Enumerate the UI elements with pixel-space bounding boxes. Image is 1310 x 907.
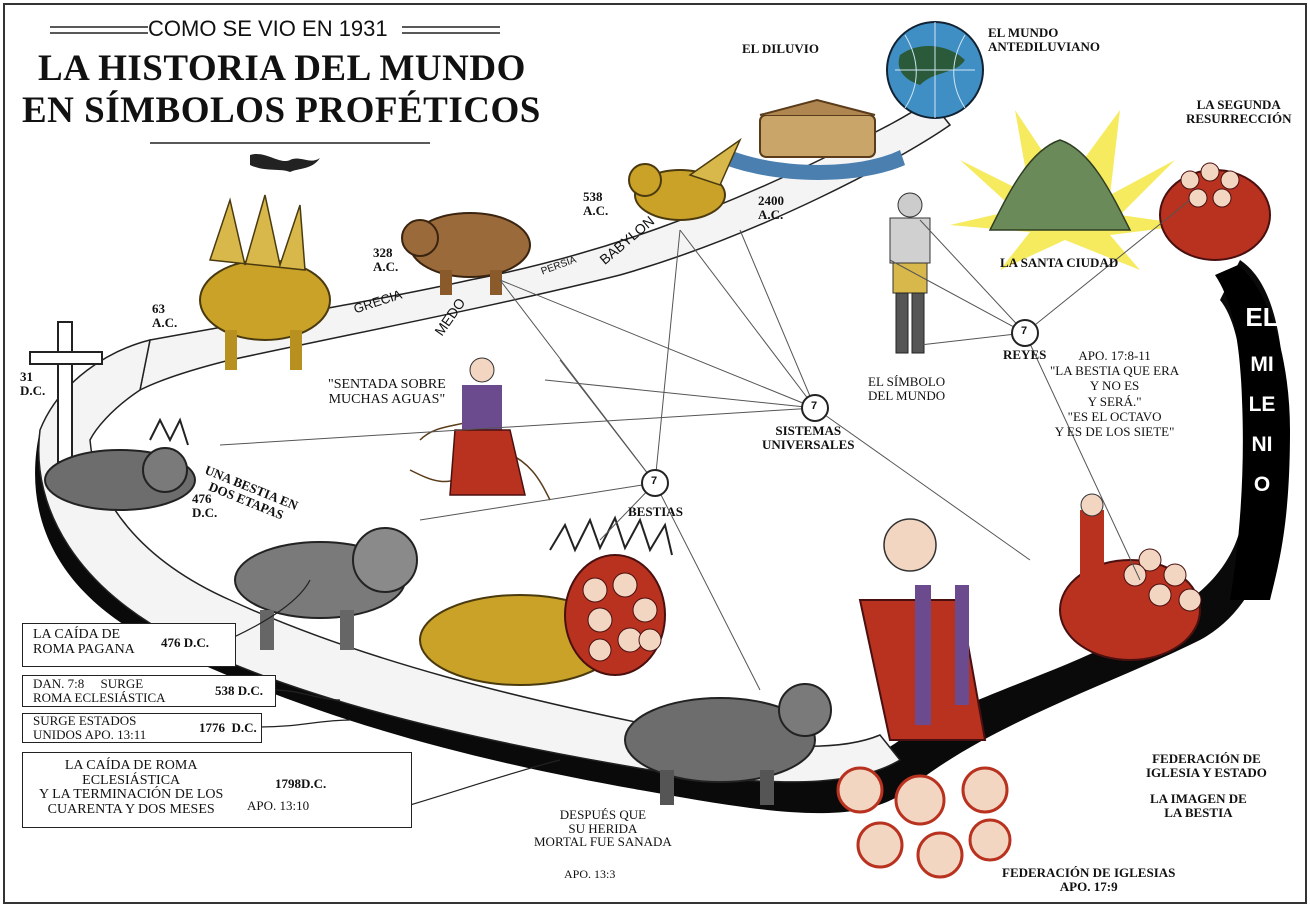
label-universal-systems: SISTEMAS UNIVERSALES xyxy=(762,423,855,452)
event-box-united-states: SURGE ESTADOS UNIDOS APO. 13:11 1776 D.C… xyxy=(22,713,262,743)
event-box-fall-ecclesiastical-rome: LA CAÍDA DE ROMA ECLESIÁSTICA Y LA TERMI… xyxy=(22,752,412,828)
lion-wings-beast-icon xyxy=(628,137,742,221)
label-image-of-beast: LA IMAGEN DE LA BESTIA xyxy=(1150,791,1247,820)
event-reference: APO. 13:10 xyxy=(247,798,310,813)
event-date: 476 D.C. xyxy=(161,635,210,650)
node-circles xyxy=(641,319,1039,497)
date-476-ad: 476 D.C. xyxy=(192,491,218,520)
seven-headed-beast-icon xyxy=(419,515,673,686)
event-text: LA CAÍDA DE ROMA PAGANA xyxy=(33,627,135,657)
leopard-beast-icon xyxy=(199,194,331,370)
event-date: 1798D.C. xyxy=(275,776,327,791)
holy-city-icon xyxy=(950,110,1190,270)
date-63-bc: 63 A.C. xyxy=(152,301,178,330)
title-ornament-icon xyxy=(250,153,320,172)
grey-lion-beast-icon xyxy=(234,527,418,650)
page-title-line2: EN SÍMBOLOS PROFÉTICOS xyxy=(22,90,541,131)
node-systems-number: 7 xyxy=(811,400,818,412)
label-antediluvian-world: EL MUNDO ANTEDILUVIANO xyxy=(988,25,1100,54)
red-beast-icon xyxy=(1059,493,1202,661)
great-woman-icon xyxy=(858,518,987,741)
faces-cluster-icon xyxy=(836,766,1012,879)
globe-icon xyxy=(886,21,984,119)
top-banner: COMO SE VIO EN 1931 xyxy=(148,16,388,41)
outer-frame xyxy=(3,3,1307,904)
millennium-word-el: EL xyxy=(1245,302,1279,332)
road-white-ribbon xyxy=(138,98,952,392)
event-leaders xyxy=(233,579,561,806)
millennium-band xyxy=(1215,265,1290,600)
connector-lines xyxy=(219,199,1191,691)
date-2400-bc: 2400 A.C. xyxy=(758,193,784,222)
label-apo-13-3: APO. 13:3 xyxy=(564,867,616,881)
label-second-resurrection: LA SEGUNDA RESURRECCIÓN xyxy=(1186,97,1292,126)
label-apo-17-8: APO. 17:8-11 "LA BESTIA QUE ERA Y NO ES … xyxy=(1050,348,1180,440)
dragon-beast-icon xyxy=(44,417,196,511)
date-538-bc: 538 A.C. xyxy=(583,189,609,218)
ark-icon xyxy=(725,98,905,180)
date-31-ad: 31 D.C. xyxy=(20,369,46,398)
label-holy-city: LA SANTA CIUDAD xyxy=(1000,255,1119,270)
woman-on-waters-icon xyxy=(409,357,551,501)
event-box-ecclesiastical-rome: DAN. 7:8 SURGE ROMA ECLESIÁSTICA 538 D.C… xyxy=(22,675,276,707)
label-flood: EL DILUVIO xyxy=(742,41,819,56)
label-seated-on-waters: "SENTADA SOBRE MUCHAS AGUAS" xyxy=(328,377,446,407)
event-box-fall-pagan-rome: LA CAÍDA DE ROMA PAGANA 476 D.C. xyxy=(22,623,236,667)
millennium-word-milenio: MILENIO xyxy=(1248,353,1276,496)
label-kings: REYES xyxy=(1003,347,1047,362)
statue-icon xyxy=(889,192,931,354)
title-rules xyxy=(50,26,500,144)
two-horned-beast-icon xyxy=(624,683,832,805)
cross-icon xyxy=(29,321,103,463)
label-beasts: BESTIAS xyxy=(628,504,683,519)
bear-beast-icon xyxy=(401,212,531,295)
label-world-symbol: EL SÍMBOLO DEL MUNDO xyxy=(868,374,946,403)
date-328-bc: 328 A.C. xyxy=(373,245,399,274)
label-federation-churches: FEDERACIÓN DE IGLESIAS APO. 17:9 xyxy=(1002,865,1176,894)
event-date: 1776 D.C. xyxy=(199,720,257,735)
page-title-line1: LA HISTORIA DEL MUNDO xyxy=(38,48,526,89)
event-text: SURGE ESTADOS UNIDOS APO. 13:11 xyxy=(33,713,147,742)
label-after-wound: DESPUÉS QUE SU HERIDA MORTAL FUE SANADA xyxy=(534,807,672,850)
label-federation-church-state: FEDERACIÓN DE IGLESIA Y ESTADO xyxy=(1146,751,1267,780)
event-text: DAN. 7:8 SURGE ROMA ECLESIÁSTICA xyxy=(33,676,166,705)
event-text: LA CAÍDA DE ROMA ECLESIÁSTICA Y LA TERMI… xyxy=(39,758,224,818)
red-lion-beast-icon xyxy=(1159,162,1271,261)
event-date: 538 D.C. xyxy=(215,683,264,698)
node-kings-number: 7 xyxy=(1021,325,1028,337)
node-beasts-number: 7 xyxy=(651,475,658,487)
